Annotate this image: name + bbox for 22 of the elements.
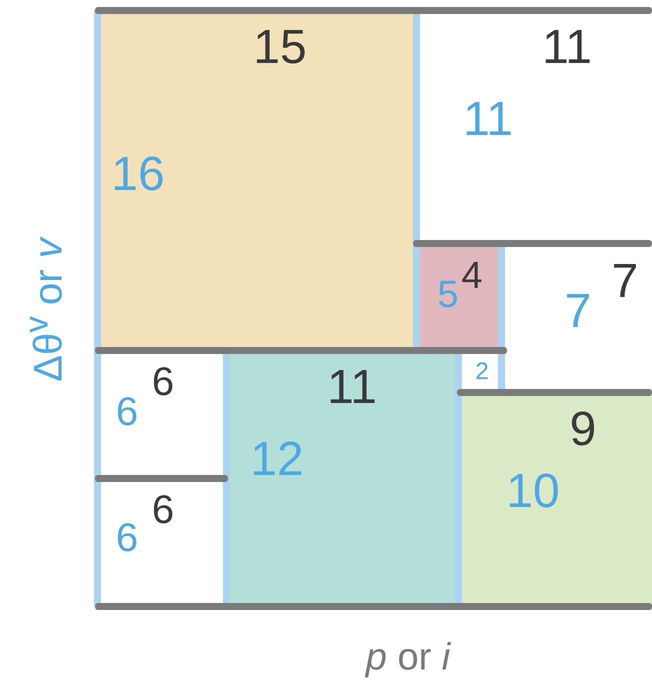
count-number: 7 [612,258,638,306]
count-number: 6 [116,392,138,432]
count-number: 16 [111,151,165,199]
count-number: 4 [461,257,483,295]
count-number: 15 [253,24,307,72]
count-number: 6 [152,490,174,530]
count-number: 6 [152,362,174,402]
region [100,13,416,350]
count-number: 5 [437,276,459,314]
count-number: 12 [250,436,304,484]
count-number: 7 [564,288,592,336]
axis-label: p or i [366,636,450,680]
count-number: 10 [506,468,560,516]
count-number: 11 [327,364,377,412]
count-number: 9 [570,406,596,454]
count-number: 2 [475,360,489,384]
count-number: 6 [116,518,138,558]
count-number: 11 [463,96,513,144]
count-number: 11 [542,24,592,72]
region [420,246,501,350]
region [230,353,458,606]
region [462,395,652,606]
